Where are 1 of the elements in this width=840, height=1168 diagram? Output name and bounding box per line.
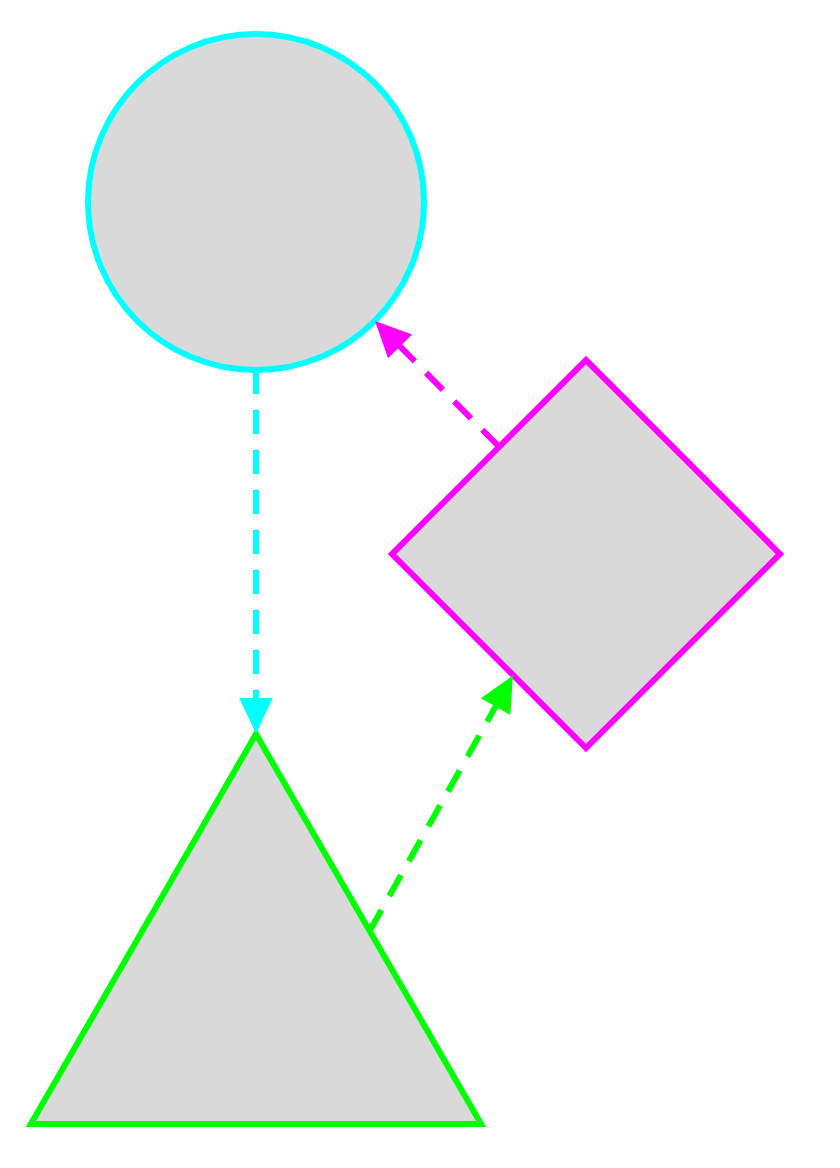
- circle: [85, 31, 427, 373]
